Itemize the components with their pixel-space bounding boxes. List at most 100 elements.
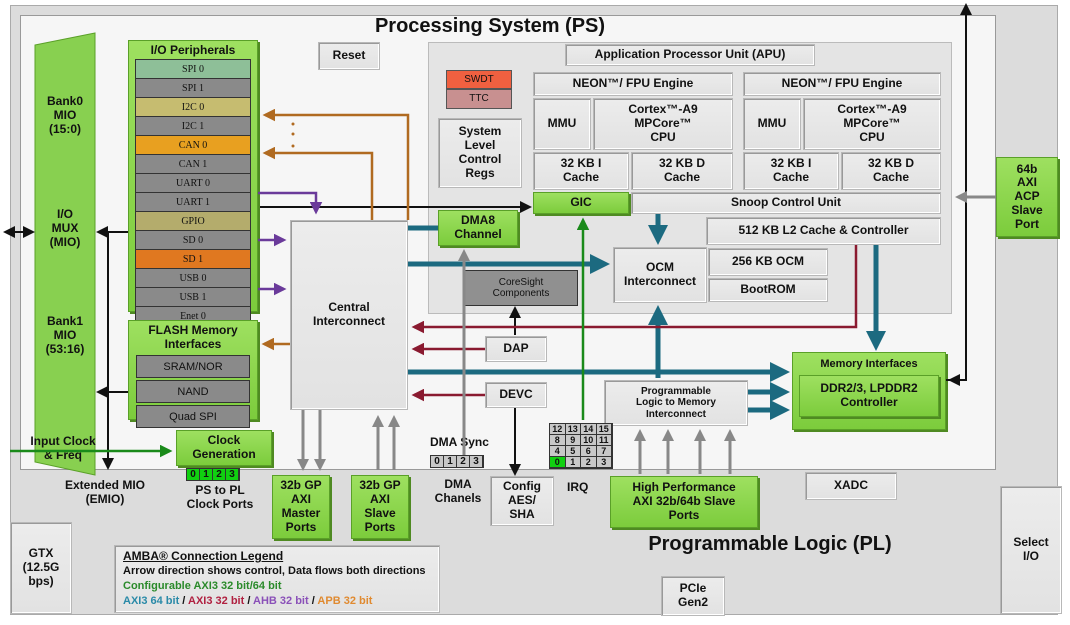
- irq-cell: 14: [581, 424, 597, 435]
- gp-axi-slave-ports[interactable]: 32b GP AXI Slave Ports: [351, 475, 409, 539]
- legend-item: AHB 32 bit: [253, 595, 309, 607]
- clock-port-cell: 1: [200, 469, 213, 481]
- io-peripherals-title: I/O Peripherals: [150, 43, 236, 58]
- select-io-block: Select I/O: [1000, 486, 1062, 614]
- irq-cell: 9: [565, 435, 581, 446]
- mux-label: I/O MUX (MIO): [49, 207, 81, 249]
- legend-item: AXI3 64 bit: [123, 595, 180, 607]
- xadc-block: XADC: [805, 472, 897, 500]
- dma-sync-cell: 3: [470, 456, 483, 468]
- flash-item: Quad SPI: [136, 405, 250, 428]
- pl-memory-interconnect: Programmable Logic to Memory Interconnec…: [604, 380, 748, 426]
- gp-axi-master-ports[interactable]: 32b GP AXI Master Ports: [272, 475, 330, 539]
- io-peripheral-item: SD 1: [136, 250, 250, 269]
- legend-item: APB 32 bit: [317, 595, 373, 607]
- coresight-block: CoreSight Components: [464, 270, 578, 306]
- irq-cell: 15: [596, 424, 612, 435]
- cpu-0: Cortex™-A9 MPCore™ CPU: [593, 98, 733, 150]
- ttc-block: TTC: [446, 89, 512, 109]
- bank1-label: Bank1 MIO (53:16): [45, 314, 85, 356]
- io-peripheral-item: USB 0: [136, 269, 250, 288]
- io-peripheral-item: I2C 0: [136, 98, 250, 117]
- mio-mux-shape: [34, 32, 96, 476]
- gtx-block: GTX (12.5G bps): [10, 522, 72, 614]
- reset-button[interactable]: Reset: [318, 42, 380, 70]
- central-interconnect: Central Interconnect: [290, 220, 408, 410]
- icache-1: 32 KB I Cache: [743, 152, 839, 190]
- pl-title: Programmable Logic (PL): [648, 532, 892, 555]
- acp-slave-port[interactable]: 64b AXI ACP Slave Port: [996, 157, 1058, 237]
- clock-ports-label: PS to PL Clock Ports: [186, 483, 254, 511]
- legend-title: AMBA® Connection Legend: [123, 549, 284, 563]
- io-peripheral-item: UART 0: [136, 174, 250, 193]
- irq-cell: 3: [596, 457, 612, 468]
- dma-sync-cell: 0: [431, 456, 444, 468]
- dma-sync-title: DMA Sync: [430, 435, 489, 449]
- irq-cell: 6: [581, 446, 597, 457]
- config-aes-sha: Config AES/ SHA: [490, 476, 554, 526]
- ahb-wires: [258, 191, 323, 296]
- gic-block: GIC: [533, 192, 629, 214]
- irq-cell: 8: [550, 435, 566, 446]
- io-peripheral-item: USB 1: [136, 288, 250, 307]
- apb-dots: [291, 122, 295, 148]
- irq-cell: 2: [581, 457, 597, 468]
- cpu-1: Cortex™-A9 MPCore™ CPU: [803, 98, 941, 150]
- neon-fpu-0: NEON™/ FPU Engine: [533, 72, 733, 96]
- memory-interfaces-panel: Memory Interfaces DDR2/3, LPDDR2 Control…: [792, 352, 946, 430]
- io-peripheral-item: SD 0: [136, 231, 250, 250]
- amba-legend: AMBA® Connection Legend Arrow direction …: [114, 545, 440, 613]
- ocm-256kb: 256 KB OCM: [708, 248, 828, 276]
- clock-port-cell: 2: [213, 469, 226, 481]
- l2-cache-block: 512 KB L2 Cache & Controller: [706, 217, 941, 245]
- irq-cell: 11: [596, 435, 612, 446]
- hp-axi-slave-ports[interactable]: High Performance AXI 32b/64b Slave Ports: [610, 476, 758, 528]
- irq-cell: 5: [565, 446, 581, 457]
- legend-separator: /: [244, 595, 254, 607]
- flash-item: NAND: [136, 380, 250, 403]
- legend-line1: Arrow direction shows control, Data flow…: [123, 565, 426, 577]
- green-wires: [10, 217, 590, 458]
- legend-items: AXI3 64 bit / AXI3 32 bit / AHB 32 bit /…: [123, 594, 431, 609]
- irq-cell: 12: [550, 424, 566, 435]
- pcie-block: PCIe Gen2: [661, 576, 725, 616]
- dma-sync-cell: 2: [457, 456, 470, 468]
- clock-generation-block: Clock Generation: [176, 430, 272, 466]
- io-peripheral-item: CAN 0: [136, 136, 250, 155]
- io-peripheral-item: SPI 1: [136, 79, 250, 98]
- legend-item: AXI3 32 bit: [188, 595, 245, 607]
- bank0-label: Bank0 MIO (15:0): [46, 94, 84, 136]
- swdt-block: SWDT: [446, 70, 512, 89]
- slcr-block: System Level Control Regs: [438, 118, 522, 188]
- irq-cell: 7: [596, 446, 612, 457]
- emio-label: Extended MIO (EMIO): [64, 478, 145, 506]
- dma-channels-label: DMA Chanels: [434, 477, 482, 505]
- io-peripheral-item: GPIO: [136, 212, 250, 231]
- dap-block: DAP: [485, 336, 547, 362]
- io-peripheral-item: CAN 1: [136, 155, 250, 174]
- flash-title: FLASH Memory Interfaces: [148, 323, 238, 351]
- io-peripheral-item: I2C 1: [136, 117, 250, 136]
- irq-cell: 0: [550, 457, 566, 468]
- devc-block: DEVC: [485, 382, 547, 408]
- clock-port-cell: 3: [226, 469, 239, 481]
- dma8-block: DMA8 Channel: [438, 210, 518, 246]
- gray-wires: [297, 191, 996, 474]
- black-wires: [3, 3, 972, 476]
- irq-label: IRQ: [567, 480, 589, 494]
- io-peripheral-item: SPI 0: [136, 60, 250, 79]
- legend-separator: /: [308, 595, 318, 607]
- dcache-1: 32 KB D Cache: [841, 152, 941, 190]
- legend-separator: /: [179, 595, 189, 607]
- icache-0: 32 KB I Cache: [533, 152, 629, 190]
- dma-sync-cell: 1: [444, 456, 457, 468]
- memory-interfaces-title: Memory Interfaces: [820, 357, 918, 370]
